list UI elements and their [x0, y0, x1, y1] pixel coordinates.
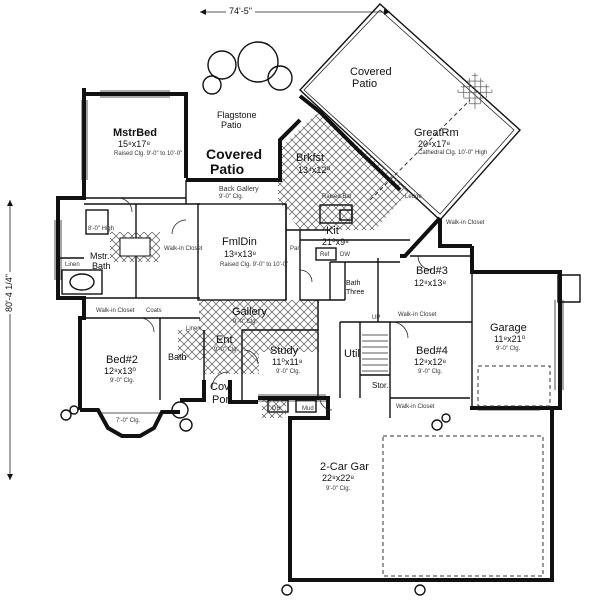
brkfst-size: 13⁴x12⁰: [298, 165, 330, 175]
kit-size: 21⁰x9⁸: [322, 237, 349, 247]
exterior-walls: [56, 88, 562, 582]
bath-three-sub-label: Three: [346, 289, 365, 296]
garage-door: [382, 365, 551, 577]
walk-in-closet-label: Walk-in Closet: [398, 312, 437, 318]
cabinet-icon: [295, 399, 317, 413]
linen-label: Linen: [65, 262, 80, 268]
bed2-label: Bed#2: [106, 354, 138, 366]
walk-in-closet-label: Walk-in Closet: [164, 246, 203, 252]
bed2-size: 12⁸x13⁰: [104, 366, 136, 376]
mstr-bed-size: 15⁸x17⁸: [118, 139, 151, 149]
garage-size: 11⁸x21⁰: [494, 334, 526, 344]
cov-por-label: Cov: [210, 381, 230, 393]
overall-depth-label: 80'-4 1/4": [4, 272, 14, 314]
raised-bar-label: Raised Bar: [322, 194, 352, 200]
flagstone-patio-label: Patio: [221, 120, 242, 130]
bed4-ceiling: 9'-0" Clg.: [418, 369, 443, 375]
high-wall-label: 8'-0" High: [88, 226, 114, 232]
covered-patio-label-1b: Patio: [210, 161, 245, 177]
fml-din-size: 13⁸x13⁸: [224, 249, 257, 259]
door-swings: [117, 197, 433, 411]
covered-patio-label-2b: Patio: [352, 78, 378, 90]
linen-label: Linen: [186, 326, 201, 332]
bath-three-label: Bath: [346, 280, 361, 287]
back-gallery-ceiling: 9'-0" Clg.: [219, 194, 244, 200]
walk-in-closet-label: Walk-in Closet: [96, 308, 135, 314]
bed4-size: 12⁸x12⁸: [414, 357, 447, 367]
bed3-size: 12⁸x13⁸: [414, 278, 447, 288]
back-gallery-label: Back Gallery: [219, 186, 259, 193]
mstr-bath-sub-label: Bath: [92, 261, 111, 271]
flagstone-label: Flagstone: [217, 110, 257, 120]
windows: [54, 90, 564, 414]
car-gar-ceiling: 9'-0" Clg.: [326, 486, 351, 492]
mud-label: Mud: [302, 406, 314, 412]
bed2-ceiling: 9'-0" Clg.: [110, 378, 135, 384]
gallery-label: Gallery: [232, 306, 267, 318]
stair-up-label: UP: [372, 315, 381, 321]
coats-label: Coats: [146, 308, 162, 314]
covered-patio-label-2: Covered: [350, 66, 392, 78]
mstr-bed-label: MstrBed: [113, 127, 158, 139]
study-label: Study: [270, 345, 299, 357]
shrub-icon: [60, 401, 451, 596]
walk-in-closet-label: Walk-in Closet: [396, 404, 435, 410]
mstr-bed-ceiling: Raised Clg. 9'-0" to 10'-0": [114, 151, 183, 157]
cov-por-sub-label: Por: [212, 394, 230, 406]
garage-label: Garage: [490, 322, 527, 334]
fml-din-ceiling: Raised Clg. 9'-0" to 10'-0": [220, 262, 289, 268]
depth-dimension-line: [7, 200, 13, 480]
overall-width-label: 74'-5": [226, 7, 255, 16]
kitchen-island-icon: [300, 204, 410, 261]
study-ceiling: 9'-0" Clg.: [276, 369, 301, 375]
gallery-ceiling: 9'-0" Clg.: [233, 319, 258, 325]
bed3-label: Bed#3: [416, 265, 448, 277]
car-gar-label: 2-Car Gar: [320, 461, 369, 473]
mstr-bath-label: Mstr.: [90, 251, 110, 261]
ceiling-beam-line: [369, 99, 471, 201]
walk-in-closet-label: Walk-in Closet: [446, 220, 485, 226]
garage-service-box: [557, 274, 581, 303]
bathtub-icon: [110, 232, 160, 262]
great-rm-size: 20⁸x17⁸: [418, 139, 451, 149]
pantry-label: Pan: [290, 246, 301, 252]
ledge-label: Ledge: [405, 194, 422, 200]
covered-patio-label-1: Covered: [206, 146, 263, 162]
ref-label: Ref: [320, 252, 330, 258]
stair-icon: [362, 334, 388, 372]
planter-icon: [262, 400, 286, 418]
bay-ceiling-label: 7'-0" Clg.: [116, 418, 141, 424]
study-size: 11⁰x11⁸: [272, 357, 303, 367]
great-rm-label: GreatRm: [414, 127, 459, 139]
great-rm-ceiling: Cathedral Clg. 10'-0" High: [418, 150, 488, 156]
car-gar-size: 22⁸x22⁸: [322, 473, 355, 483]
garage-ceiling: 9'-0" Clg.: [496, 346, 521, 352]
bed4-label: Bed#4: [416, 345, 448, 357]
dw-label: DW: [340, 252, 350, 258]
fml-din-label: FmlDin: [222, 236, 257, 248]
util-label: Util: [344, 348, 360, 360]
ent-label: Ent: [216, 334, 233, 346]
bath-label: Bath: [168, 352, 187, 362]
dh-label: DH: [272, 406, 281, 412]
stor-label: Stor.: [372, 381, 389, 390]
ent-ceiling: 9'-0" Clg.: [214, 347, 239, 353]
tree-icon: [202, 41, 293, 95]
kit-label: Kit: [326, 225, 339, 237]
vanity-icon: [61, 209, 109, 295]
brkfst-label: Brkfst: [296, 152, 325, 164]
